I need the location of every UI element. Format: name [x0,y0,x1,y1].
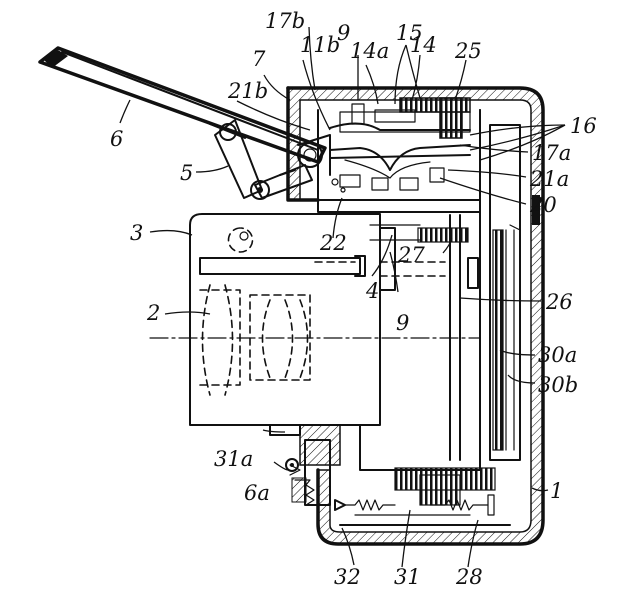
label-30a: 30a [538,343,577,367]
label-3: 3 [130,221,143,245]
label-20: 20 [529,193,557,217]
base-mechanism [334,424,511,526]
top-mechanism [317,97,481,213]
label-9-mid: 9 [396,311,409,335]
label-17b: 17b [265,9,305,33]
label-21b: 21b [227,79,268,103]
flip-cover [38,46,327,164]
leader-lines [119,26,566,568]
camera-body-housing [286,86,545,546]
label-15: 15 [396,21,423,45]
link-arm [214,119,331,200]
label-5: 5 [180,161,193,185]
label-26: 26 [545,290,573,314]
lens-assembly [149,213,481,426]
label-27: 27 [397,243,425,267]
label-14: 14 [410,33,437,57]
label-9-top: 9 [337,21,350,45]
label-6a: 6a [244,481,270,505]
film-area [479,109,521,471]
label-22: 22 [319,231,347,255]
label-32: 32 [334,565,361,589]
label-17a: 17a [532,141,571,165]
label-14a: 14a [350,39,389,63]
label-25: 25 [454,39,482,63]
label-16: 16 [570,114,597,138]
label-31a: 31a [214,447,253,471]
label-28: 28 [455,565,483,589]
release-button [269,424,341,506]
label-30b: 30b [538,373,578,397]
label-6: 6 [110,127,123,151]
label-4: 4 [365,279,379,303]
label-7: 7 [252,47,266,71]
gear-27 [369,224,469,243]
label-21a: 21a [529,167,569,191]
label-31: 31 [394,565,421,589]
label-2: 2 [146,301,160,325]
label-1: 1 [550,479,563,503]
reference-labels: 1 2 3 4 5 6 6a 7 9 9 11b 14 14a 15 16 17… [110,9,597,589]
label-11b: 11b [300,33,340,57]
